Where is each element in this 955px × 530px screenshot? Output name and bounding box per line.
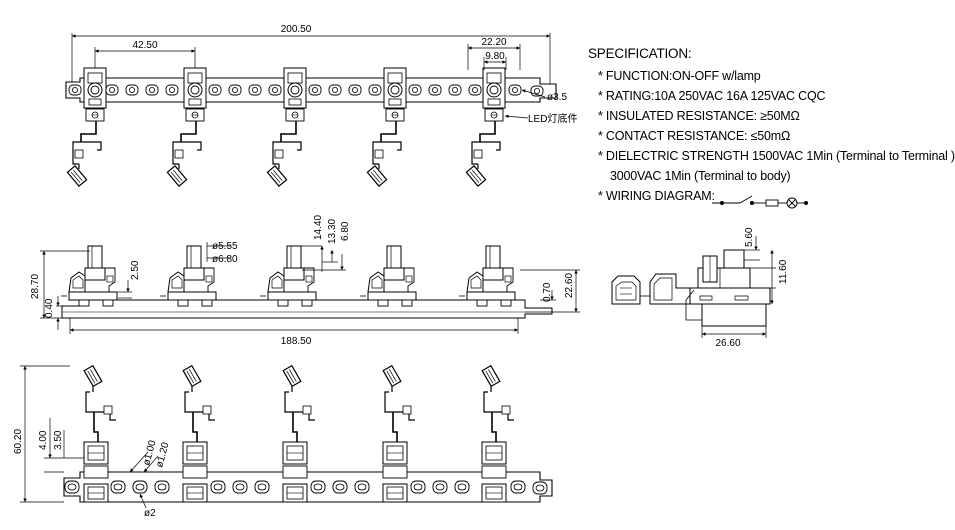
front-view	[60, 245, 553, 319]
spec-dielectric-strength: * DIELECTRIC STRENGTH 1500VAC 1Min (Term…	[598, 149, 955, 163]
dim-top-pitch: 42.50	[132, 40, 157, 51]
dim-front-070: 0.70	[542, 282, 553, 302]
dim-top-hole: ø3.5	[547, 92, 567, 103]
dim-front-680b: ø6.80	[212, 254, 238, 265]
spec-wiring-diagram: * WIRING DIAGRAM:	[598, 189, 715, 203]
dim-bottom-2: ø2	[144, 508, 156, 519]
dim-front-680: 6.80	[340, 221, 351, 241]
spec-contact-resistance: * CONTACT RESISTANCE: ≤50mΩ	[598, 129, 791, 143]
specification-block: SPECIFICATION: * FUNCTION:ON-OFF w/lamp …	[588, 44, 955, 206]
dim-top-b: 9.80	[485, 51, 505, 62]
bottom-view-dimensions	[20, 365, 159, 509]
dim-front-2870: 28.70	[30, 274, 41, 299]
spec-title: SPECIFICATION:	[588, 46, 692, 61]
dim-front-555: ø5.55	[212, 241, 238, 252]
dim-front-1440: 14.40	[313, 215, 324, 240]
led-label: LED灯底件	[528, 112, 577, 125]
side-view-dimensions	[701, 236, 776, 338]
dim-top-a: 22.20	[481, 37, 506, 48]
front-view-dimensions	[40, 242, 580, 334]
dim-front-1885: 188.50	[281, 336, 312, 347]
dim-front-250: 2.50	[130, 260, 141, 280]
spec-function: * FUNCTION:ON-OFF w/lamp	[598, 69, 761, 83]
wiring-diagram	[712, 195, 809, 209]
dim-front-2260: 22.60	[564, 273, 575, 298]
dim-front-040: 0.40	[44, 298, 55, 318]
spec-insulated-resistance: * INSULATED RESISTANCE: ≥50MΩ	[598, 109, 800, 123]
bottom-view	[63, 364, 553, 503]
dim-side-1160: 11.60	[778, 259, 789, 284]
dim-side-2660: 26.60	[715, 338, 740, 349]
dim-top-overall: 200.50	[281, 24, 312, 35]
technical-drawing: 200.50 42.50 22.20 9.80 ø3.5 LED灯底件	[13, 24, 809, 519]
top-view	[65, 67, 557, 187]
dim-front-1330: 13.30	[327, 219, 338, 244]
top-view-dimensions	[71, 33, 551, 119]
dim-bottom-350: 3.50	[53, 430, 64, 450]
spec-dielectric-body: 3000VAC 1Min (Terminal to body)	[610, 169, 791, 183]
dim-side-560: 5.60	[744, 227, 755, 247]
side-view	[611, 249, 771, 327]
dim-bottom-400: 4.00	[38, 430, 49, 450]
dim-bottom-6020: 60.20	[13, 429, 24, 454]
spec-rating: * RATING:10A 250VAC 16A 125VAC CQC	[598, 89, 826, 103]
